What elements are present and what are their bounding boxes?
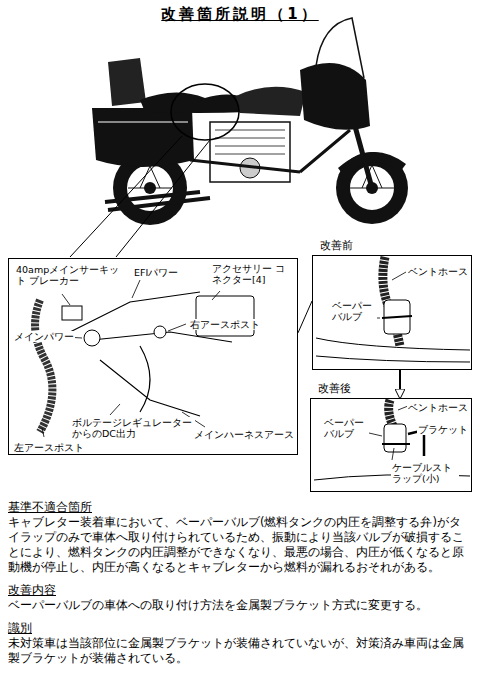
part-label: 右アースポスト — [189, 319, 261, 330]
front-fender — [338, 152, 406, 176]
vapor-valve — [384, 424, 406, 452]
part-label: ベントホース — [407, 402, 469, 413]
part-label: EFIパワー — [133, 267, 179, 278]
connector — [399, 370, 401, 398]
connector — [298, 301, 312, 333]
part-label: ケーブルスト ラップ(小) — [391, 462, 459, 484]
box-heading: 改善後 — [317, 382, 352, 395]
saddlebag-trim — [98, 121, 188, 123]
frame — [190, 130, 350, 172]
windshield — [316, 18, 364, 78]
part-label: ボルテージレギュレーター からのDC出力 — [71, 417, 195, 439]
saddlebag — [92, 108, 194, 167]
backrest — [108, 58, 146, 106]
part-label: 40ampメインサーキット ブレーカー — [15, 264, 127, 286]
fuel-tank — [236, 87, 306, 116]
engine — [210, 122, 290, 182]
tie-wrap — [382, 316, 412, 318]
connector — [84, 330, 100, 346]
before-sketch — [316, 257, 470, 362]
frame-lines — [316, 338, 470, 362]
part-label: ベーパー バルブ — [331, 300, 377, 322]
page-title: 改善箇所説明（1） — [161, 5, 318, 23]
fairing — [300, 63, 370, 130]
wires — [70, 292, 232, 416]
part-label: ベントホース — [407, 266, 469, 277]
ground-post — [154, 326, 166, 338]
part-label: ベーパー バルブ — [323, 417, 369, 439]
box-heading: 改善前 — [319, 239, 354, 252]
wiring-detail-box: 40ampメインサーキット ブレーカー EFIパワー アクセサリー コネクター[4]… — [8, 258, 298, 455]
part-label: 左アースポスト — [13, 442, 85, 453]
detail-circle — [171, 84, 239, 140]
battery — [196, 296, 254, 336]
cable-strap — [382, 443, 410, 445]
after-detail-box: 改善後ベントホースブラケットベーパー バルブケーブルスト ラップ(小) — [310, 398, 472, 492]
exhaust — [105, 192, 210, 210]
breaker — [62, 306, 82, 320]
part-label: ブラケット — [417, 424, 469, 435]
leader-line — [42, 280, 220, 437]
leader-line — [70, 136, 210, 257]
before-detail-box: 改善前ベントホースベーパー バルブ — [312, 255, 472, 370]
section-body: キャブレター装着車において、ベーパーバルブ(燃料タンクの内圧を調整する弁)がタイ… — [8, 515, 472, 575]
section-body: 未対策車は当該部位に金属製ブラケットが装備されていないが、対策済み車両は金属製ブ… — [8, 636, 472, 666]
section-heading: 識別 — [8, 621, 472, 636]
seat — [140, 92, 252, 113]
section-body: ベーパーバルブの車体への取り付け方法を金属製ブラケット方式に変更する。 — [8, 598, 472, 613]
wiring-sketch — [35, 280, 254, 437]
section-heading: 改善内容 — [8, 583, 472, 598]
part-label: メインパワー — [13, 331, 75, 342]
harness — [35, 300, 52, 432]
part-label: メインハーネスアース — [193, 429, 295, 440]
part-label: アクセサリー コネクター[4] — [211, 263, 289, 285]
title-bar: 改善箇所説明（1） — [0, 4, 480, 24]
motorcycle — [70, 18, 408, 257]
section-heading: 基準不適合箇所 — [8, 500, 472, 515]
notes-section: 基準不適合箇所キャブレター装着車において、ベーパーバルブ(燃料タンクの内圧を調整… — [8, 500, 472, 666]
